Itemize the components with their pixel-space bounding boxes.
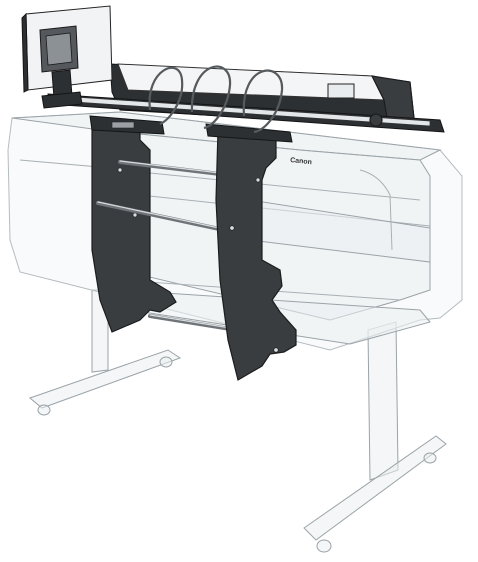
monitor-mount-inner	[45, 32, 73, 66]
rod-upper-highlight	[119, 160, 221, 174]
slide-bracket-left-insert	[111, 121, 135, 129]
support-bracket-left	[91, 121, 177, 333]
bracket-left-plate	[91, 121, 177, 333]
scanner-unit	[47, 63, 445, 143]
monitor-base	[41, 91, 83, 109]
left-foot-wheel-back	[159, 356, 173, 368]
rod-middle-highlight	[97, 201, 225, 230]
bracket-right-hole-3	[273, 347, 279, 353]
right-foot-wheel-front	[316, 539, 332, 553]
wire-loop-3	[242, 69, 284, 134]
printer-right-curve	[359, 169, 393, 251]
wire-loop-2	[190, 65, 232, 130]
right-leg	[367, 321, 399, 481]
left-foot-wheel-front	[37, 404, 51, 416]
scanner-display	[327, 83, 355, 99]
right-foot-wheel-back	[423, 452, 437, 464]
monitor-bezel	[21, 12, 29, 93]
monitor-icon	[21, 5, 113, 109]
bracket-left-hole-1	[117, 167, 123, 173]
printer-paper-slot	[139, 171, 421, 201]
left-foot	[29, 349, 182, 409]
rod-upper	[118, 160, 222, 176]
bracket-right-hole-1	[255, 177, 261, 183]
bracket-right-plate	[215, 129, 297, 381]
right-foot	[303, 435, 447, 541]
brand-label: Canon	[290, 157, 312, 166]
scanner-roller-knob	[369, 113, 383, 127]
support-bracket-right	[215, 129, 297, 381]
bracket-left-hole-2	[132, 212, 138, 218]
rod-middle	[96, 201, 226, 232]
wire-loop-1	[148, 66, 184, 126]
bracket-right-hole-2	[229, 225, 235, 231]
